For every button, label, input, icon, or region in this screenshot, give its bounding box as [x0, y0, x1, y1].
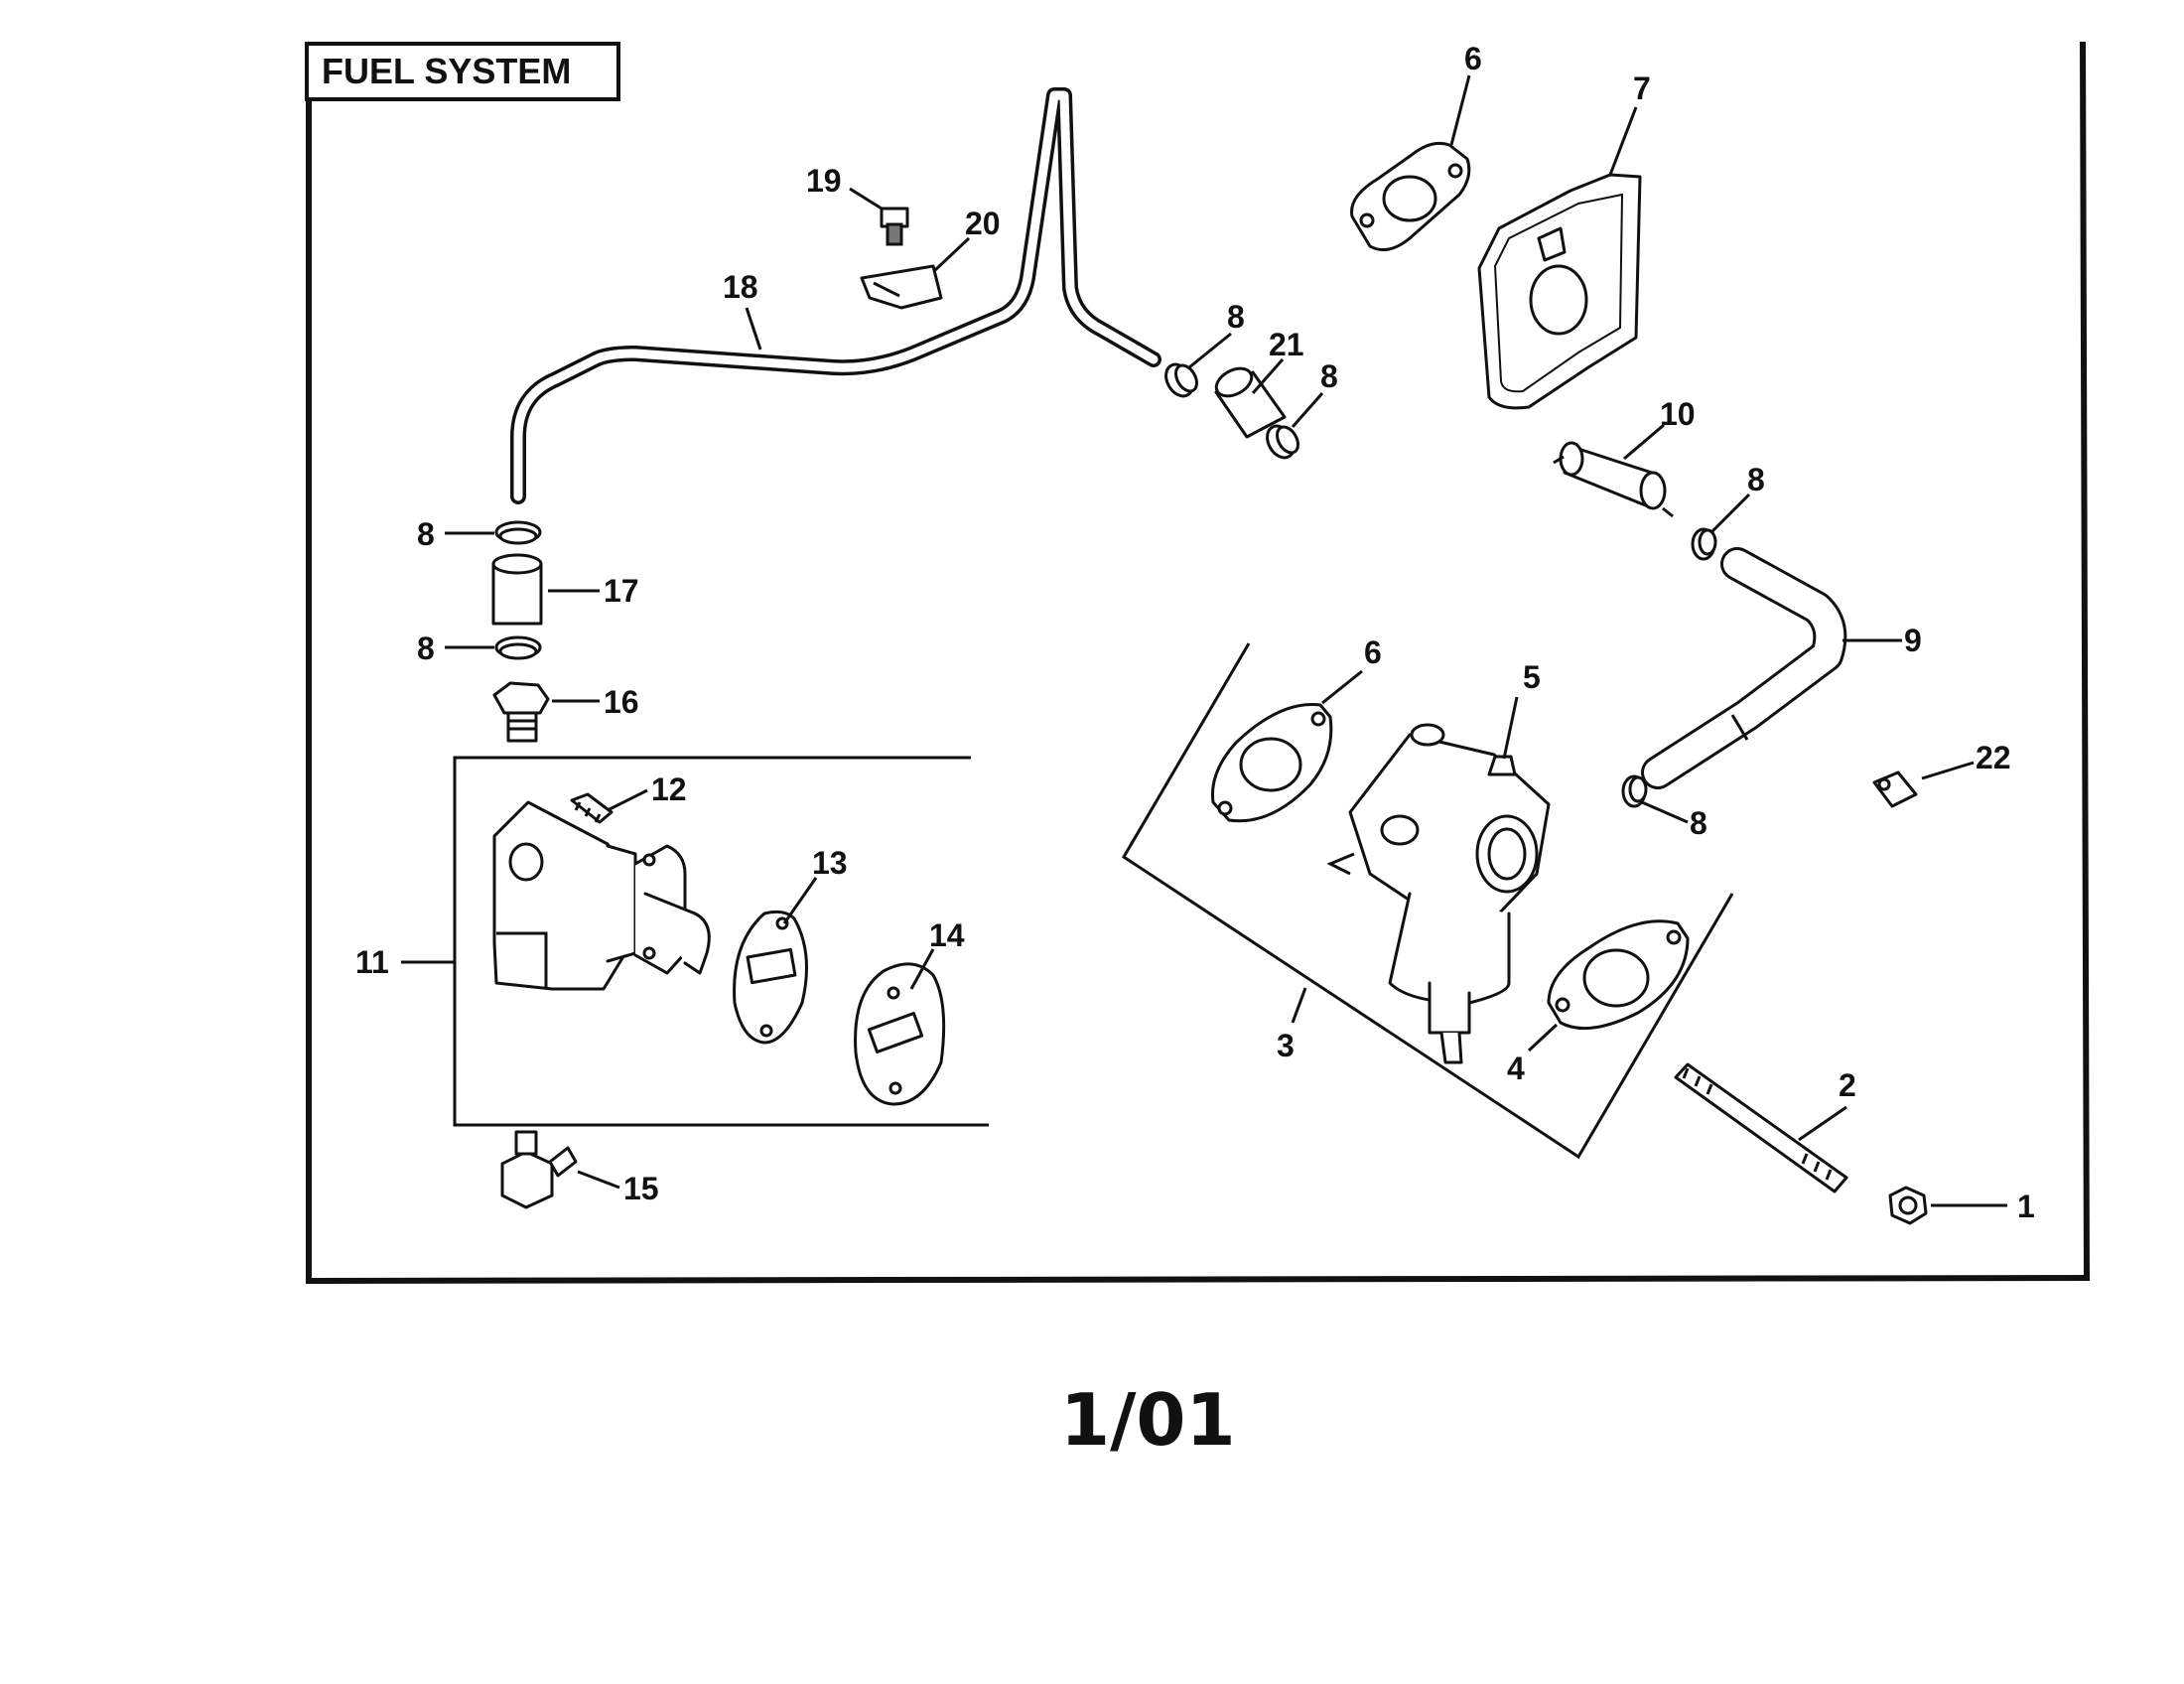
page-footer: 1/01 — [1060, 1378, 1236, 1462]
callouts: 1 2 3 4 5 6 6 7 8 8 8 8 8 — [355, 41, 2035, 1224]
callout-6-top: 6 — [1464, 41, 1482, 76]
callout-4: 4 — [1507, 1051, 1525, 1086]
diagram-title: FUEL SYSTEM — [322, 51, 571, 91]
fuel-filter-10 — [1553, 441, 1674, 518]
fitting-16 — [492, 681, 550, 743]
carburetor-kit-bracket — [1121, 642, 1734, 1160]
diagram-frame — [305, 41, 2091, 1284]
clip-22 — [1872, 771, 1918, 808]
fuel-line-18 — [510, 87, 1161, 504]
screw-12 — [570, 792, 614, 824]
stud-2 — [1674, 1062, 1848, 1193]
hose-clamp-8c — [1691, 527, 1717, 561]
callout-21: 21 — [1269, 327, 1304, 362]
callout-8c: 8 — [1747, 462, 1765, 497]
callout-8e: 8 — [417, 516, 435, 552]
gasket-4 — [1547, 919, 1690, 1031]
hose-clamp-8e — [494, 520, 542, 545]
hose-clamp-8a — [1164, 362, 1198, 398]
title-box: FUEL SYSTEM — [305, 42, 620, 101]
callout-7: 7 — [1633, 70, 1651, 106]
callout-2: 2 — [1839, 1067, 1856, 1103]
hose-9 — [1641, 547, 1847, 789]
hose-21 — [1214, 366, 1287, 439]
gasket-6-lower — [1210, 702, 1333, 823]
hose-clamp-8b — [1266, 424, 1299, 460]
gasket-6-top — [1350, 141, 1471, 252]
callout-11: 11 — [355, 944, 389, 980]
callout-17: 17 — [604, 573, 639, 609]
elbow-fitting-15 — [500, 1130, 578, 1209]
fuel-pump-kit-bracket — [453, 756, 989, 1127]
callout-1: 1 — [2017, 1189, 2035, 1224]
hose-17 — [491, 553, 543, 626]
clip-20 — [860, 264, 943, 310]
hose-clamp-8d — [1621, 774, 1648, 808]
callout-5: 5 — [1523, 659, 1541, 695]
callout-18: 18 — [723, 269, 758, 305]
carburetor-5 — [1326, 723, 1551, 1064]
diaphragm-14 — [854, 962, 946, 1106]
callout-8d: 8 — [1690, 805, 1707, 841]
callout-22: 22 — [1976, 740, 2011, 775]
callout-13: 13 — [812, 845, 848, 881]
callout-8a: 8 — [1227, 299, 1245, 335]
callout-9: 9 — [1904, 623, 1922, 658]
callout-19: 19 — [806, 163, 842, 199]
callout-8f: 8 — [417, 631, 435, 666]
nut-1 — [1888, 1186, 1928, 1225]
callout-12: 12 — [651, 772, 687, 807]
baffle-7 — [1477, 173, 1642, 410]
screw-19 — [880, 207, 909, 246]
callout-15: 15 — [623, 1171, 659, 1206]
callout-16: 16 — [604, 684, 639, 720]
callout-3: 3 — [1277, 1028, 1295, 1063]
callout-10: 10 — [1660, 396, 1696, 432]
callout-20: 20 — [965, 206, 1001, 241]
gasket-13 — [733, 910, 808, 1045]
hose-clamp-8f — [494, 635, 542, 660]
callout-6-lower: 6 — [1364, 634, 1382, 670]
callout-8b: 8 — [1320, 358, 1338, 394]
fuel-pump-11 — [492, 800, 711, 991]
callout-14: 14 — [929, 917, 965, 953]
